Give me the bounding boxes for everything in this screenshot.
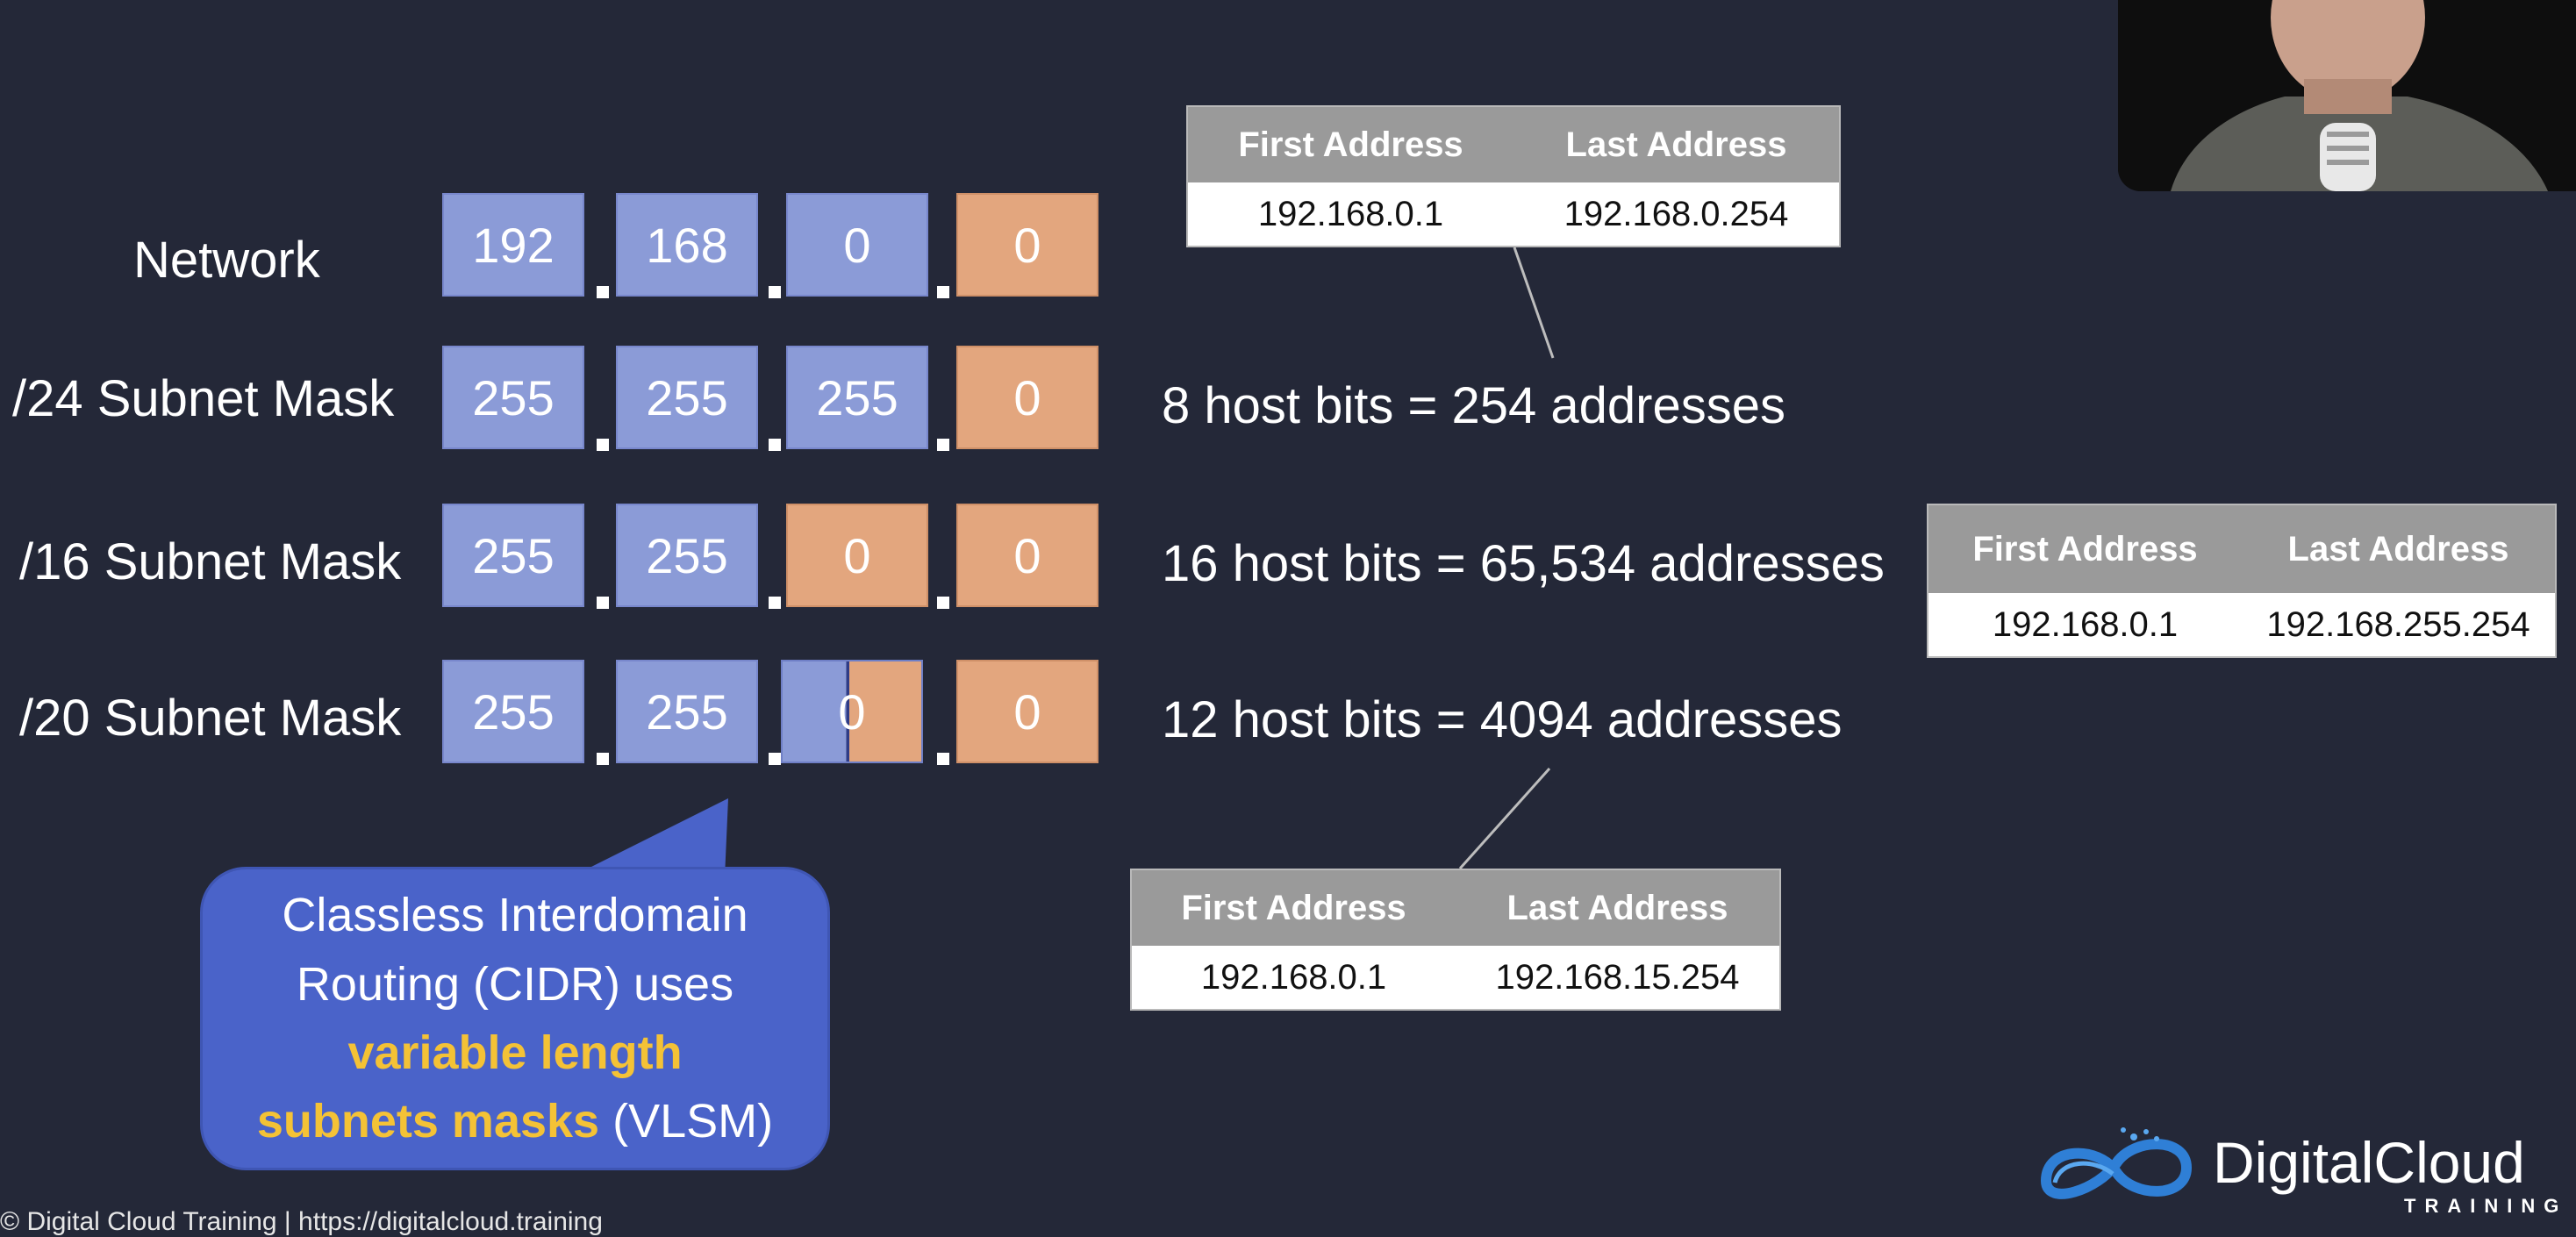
octet-separator-dot: [597, 597, 609, 609]
octet-separator-dot: [937, 753, 949, 765]
host-bits-text-16: 16 host bits = 65,534 addresses: [1162, 535, 1885, 592]
callout-highlight-2: subnets masks: [256, 1095, 600, 1148]
callout-line-2: Routing (CIDR) uses: [296, 957, 734, 1011]
octet-separator-dot: [769, 597, 781, 609]
first-address-value: 192.168.0.1: [1257, 194, 1444, 233]
last-address-header: Last Address: [2287, 529, 2509, 568]
octet-mask16-4: 0: [956, 504, 1098, 607]
callout-line-4: subnets masks (VLSM): [257, 1087, 773, 1155]
octet-separator-dot: [769, 753, 781, 765]
octet-separator-dot: [769, 439, 781, 451]
logo-wordmark: DigitalCloud: [2213, 1130, 2525, 1195]
cidr-callout: Classless Interdomain Routing (CIDR) use…: [200, 867, 830, 1170]
table-row: 192.168.0.1 192.168.255.254: [1928, 593, 2555, 656]
last-address-header: Last Address: [1565, 125, 1787, 164]
first-address-value: 192.168.0.1: [1200, 957, 1387, 997]
host-bits-text-20: 12 host bits = 4094 addresses: [1162, 691, 1843, 748]
octet-separator-dot: [597, 286, 609, 298]
address-table-24: First Address Last Address 192.168.0.1 1…: [1186, 105, 1841, 247]
octet-network-1: 192: [442, 193, 584, 297]
copyright-footer: © Digital Cloud Training | https://digit…: [0, 1207, 603, 1236]
table-header-row: First Address Last Address: [1132, 870, 1779, 946]
octet-network-2: 168: [616, 193, 758, 297]
first-address-value: 192.168.0.1: [1992, 604, 2179, 644]
digitalcloud-logo-icon: [2040, 1127, 2193, 1199]
octet-mask20-2: 255: [616, 660, 758, 763]
address-table-16: First Address Last Address 192.168.0.1 1…: [1927, 504, 2557, 658]
octet-mask24-3: 255: [786, 346, 928, 449]
octet-separator-dot: [937, 286, 949, 298]
row-label-mask-20: /20 Subnet Mask: [19, 690, 402, 747]
row-label-mask-16: /16 Subnet Mask: [19, 533, 402, 590]
callout-highlight-1: variable length: [347, 1026, 683, 1079]
last-address-header: Last Address: [1506, 888, 1728, 927]
table-header-row: First Address Last Address: [1188, 107, 1839, 182]
octet-mask24-2: 255: [616, 346, 758, 449]
connector-line-24: [1513, 247, 1555, 359]
octet-mask24-4: 0: [956, 346, 1098, 449]
callout-pointer: [570, 798, 728, 877]
row-label-network: Network: [133, 232, 320, 289]
first-address-header: First Address: [1238, 125, 1463, 164]
table-row: 192.168.0.1 192.168.15.254: [1132, 946, 1779, 1009]
presenter-silhouette: [2118, 0, 2576, 191]
octet-separator-dot: [937, 597, 949, 609]
octet-mask20-3-split: 0: [781, 660, 923, 763]
last-address-value: 192.168.0.254: [1563, 194, 1789, 233]
first-address-header: First Address: [1972, 529, 2198, 568]
presenter-webcam: [2118, 0, 2576, 191]
logo-subtitle: TRAINING: [2404, 1195, 2568, 1217]
octet-separator-dot: [597, 439, 609, 451]
last-address-value: 192.168.15.254: [1495, 957, 1740, 997]
last-address-value: 192.168.255.254: [2266, 604, 2530, 644]
octet-network-4: 0: [956, 193, 1098, 297]
callout-suffix: (VLSM): [599, 1095, 774, 1148]
octet-mask20-4: 0: [956, 660, 1098, 763]
connector-line-20: [1458, 767, 1551, 870]
host-bits-text-24: 8 host bits = 254 addresses: [1162, 377, 1785, 434]
octet-network-3: 0: [786, 193, 928, 297]
octet-mask16-1: 255: [442, 504, 584, 607]
octet-separator-dot: [597, 753, 609, 765]
octet-mask20-1: 255: [442, 660, 584, 763]
callout-line-1: Classless Interdomain: [282, 889, 748, 942]
first-address-header: First Address: [1181, 888, 1406, 927]
octet-mask24-1: 255: [442, 346, 584, 449]
octet-mask16-3: 0: [786, 504, 928, 607]
address-table-20: First Address Last Address 192.168.0.1 1…: [1130, 869, 1781, 1011]
octet-separator-dot: [769, 286, 781, 298]
octet-mask16-2: 255: [616, 504, 758, 607]
row-label-mask-24: /24 Subnet Mask: [12, 370, 395, 427]
octet-separator-dot: [937, 439, 949, 451]
table-row: 192.168.0.1 192.168.0.254: [1188, 182, 1839, 246]
table-header-row: First Address Last Address: [1928, 505, 2555, 593]
